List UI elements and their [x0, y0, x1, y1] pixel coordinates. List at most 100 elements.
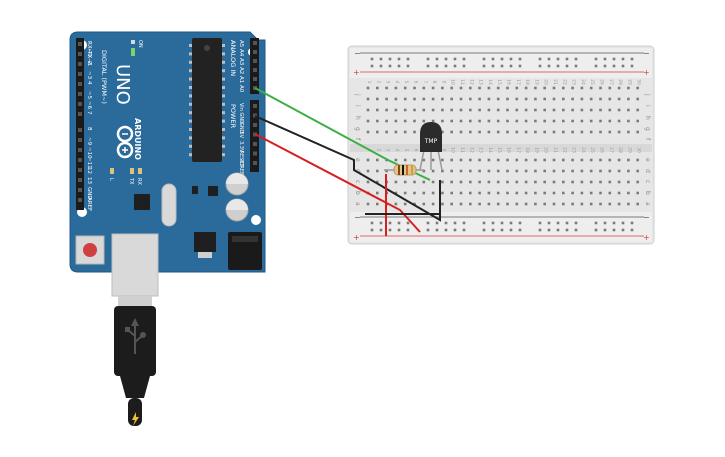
- analog-pin-hole[interactable]: [253, 50, 257, 54]
- breadboard-hole[interactable]: [413, 180, 416, 184]
- rail-hole[interactable]: [500, 228, 504, 232]
- breadboard-hole[interactable]: [534, 130, 537, 134]
- breadboard-hole[interactable]: [413, 86, 416, 90]
- breadboard-hole[interactable]: [571, 130, 574, 134]
- rail-hole[interactable]: [426, 57, 430, 61]
- breadboard-hole[interactable]: [552, 169, 556, 173]
- rail-hole[interactable]: [397, 57, 401, 61]
- breadboard-hole[interactable]: [459, 86, 463, 90]
- breadboard-hole[interactable]: [608, 191, 612, 195]
- wire-green-a0[interactable]: [254, 87, 431, 181]
- breadboard-hole[interactable]: [450, 202, 453, 206]
- breadboard-hole[interactable]: [599, 169, 602, 173]
- breadboard-hole[interactable]: [394, 158, 398, 162]
- breadboard-hole[interactable]: [599, 130, 602, 134]
- breadboard-hole[interactable]: [413, 158, 416, 162]
- breadboard-hole[interactable]: [515, 119, 519, 123]
- breadboard-hole[interactable]: [627, 108, 630, 112]
- breadboard-hole[interactable]: [459, 169, 463, 173]
- digital-pin-hole[interactable]: [78, 72, 82, 76]
- breadboard-hole[interactable]: [478, 158, 481, 162]
- rail-hole[interactable]: [509, 57, 513, 61]
- breadboard-hole[interactable]: [394, 180, 398, 184]
- rail-hole[interactable]: [594, 57, 598, 61]
- rail-hole[interactable]: [406, 228, 410, 232]
- digital-pin-hole[interactable]: [78, 188, 82, 192]
- rail-hole[interactable]: [574, 57, 578, 61]
- rail-hole[interactable]: [379, 64, 383, 68]
- rail-hole[interactable]: [565, 228, 569, 232]
- breadboard-hole[interactable]: [487, 86, 491, 90]
- digital-pin-hole[interactable]: [78, 128, 82, 132]
- breadboard-hole[interactable]: [469, 169, 472, 173]
- breadboard-hole[interactable]: [580, 97, 584, 101]
- rail-hole[interactable]: [574, 64, 578, 68]
- breadboard-hole[interactable]: [515, 180, 519, 184]
- breadboard-hole[interactable]: [599, 191, 602, 195]
- breadboard-hole[interactable]: [636, 108, 639, 112]
- breadboard-hole[interactable]: [422, 158, 426, 162]
- breadboard-hole[interactable]: [552, 180, 556, 184]
- breadboard-hole[interactable]: [524, 158, 528, 162]
- rail-hole[interactable]: [426, 64, 430, 68]
- breadboard-hole[interactable]: [562, 130, 565, 134]
- breadboard-hole[interactable]: [394, 119, 398, 123]
- rail-hole[interactable]: [547, 64, 551, 68]
- breadboard-hole[interactable]: [394, 202, 398, 206]
- breadboard-hole[interactable]: [385, 108, 388, 112]
- digital-pin-hole[interactable]: [78, 82, 82, 86]
- rail-hole[interactable]: [565, 57, 569, 61]
- rail-hole[interactable]: [491, 64, 495, 68]
- breadboard-hole[interactable]: [441, 180, 444, 184]
- rail-hole[interactable]: [453, 228, 457, 232]
- breadboard-hole[interactable]: [487, 169, 491, 173]
- rail-hole[interactable]: [444, 221, 448, 225]
- rail-hole[interactable]: [435, 221, 439, 225]
- breadboard-hole[interactable]: [534, 119, 537, 123]
- breadboard-hole[interactable]: [552, 191, 556, 195]
- breadboard-hole[interactable]: [487, 191, 491, 195]
- rail-hole[interactable]: [500, 221, 504, 225]
- breadboard-hole[interactable]: [469, 86, 472, 90]
- breadboard-hole[interactable]: [552, 97, 556, 101]
- breadboard-hole[interactable]: [524, 202, 528, 206]
- breadboard-hole[interactable]: [608, 202, 612, 206]
- breadboard-hole[interactable]: [469, 97, 472, 101]
- breadboard-hole[interactable]: [459, 119, 463, 123]
- breadboard-hole[interactable]: [589, 97, 593, 101]
- breadboard-hole[interactable]: [431, 202, 435, 206]
- breadboard-hole[interactable]: [515, 130, 519, 134]
- breadboard-hole[interactable]: [478, 108, 481, 112]
- rail-hole[interactable]: [444, 57, 448, 61]
- rail-hole[interactable]: [444, 228, 448, 232]
- rail-hole[interactable]: [509, 221, 513, 225]
- breadboard-hole[interactable]: [580, 86, 584, 90]
- breadboard-hole[interactable]: [543, 86, 546, 90]
- rail-hole[interactable]: [397, 228, 401, 232]
- digital-pin-hole[interactable]: [78, 158, 82, 162]
- breadboard-hole[interactable]: [543, 191, 546, 195]
- rail-hole[interactable]: [406, 57, 410, 61]
- usb-cable[interactable]: [114, 296, 156, 426]
- rail-hole[interactable]: [603, 64, 607, 68]
- rail-hole[interactable]: [453, 221, 457, 225]
- analog-header[interactable]: [250, 38, 259, 94]
- breadboard-hole[interactable]: [441, 158, 444, 162]
- breadboard-hole[interactable]: [376, 86, 379, 90]
- breadboard-hole[interactable]: [413, 130, 416, 134]
- rail-hole[interactable]: [370, 228, 374, 232]
- breadboard-hole[interactable]: [636, 158, 639, 162]
- breadboard-hole[interactable]: [487, 130, 491, 134]
- rail-hole[interactable]: [444, 64, 448, 68]
- breadboard-hole[interactable]: [636, 169, 639, 173]
- breadboard-hole[interactable]: [543, 180, 546, 184]
- rail-hole[interactable]: [509, 64, 513, 68]
- breadboard-hole[interactable]: [478, 130, 481, 134]
- power-pin-hole[interactable]: [253, 123, 257, 127]
- breadboard-hole[interactable]: [441, 108, 444, 112]
- breadboard-hole[interactable]: [608, 86, 612, 90]
- rail-hole[interactable]: [612, 228, 616, 232]
- breadboard-hole[interactable]: [552, 130, 556, 134]
- analog-pin-hole[interactable]: [253, 41, 257, 45]
- breadboard-hole[interactable]: [534, 180, 537, 184]
